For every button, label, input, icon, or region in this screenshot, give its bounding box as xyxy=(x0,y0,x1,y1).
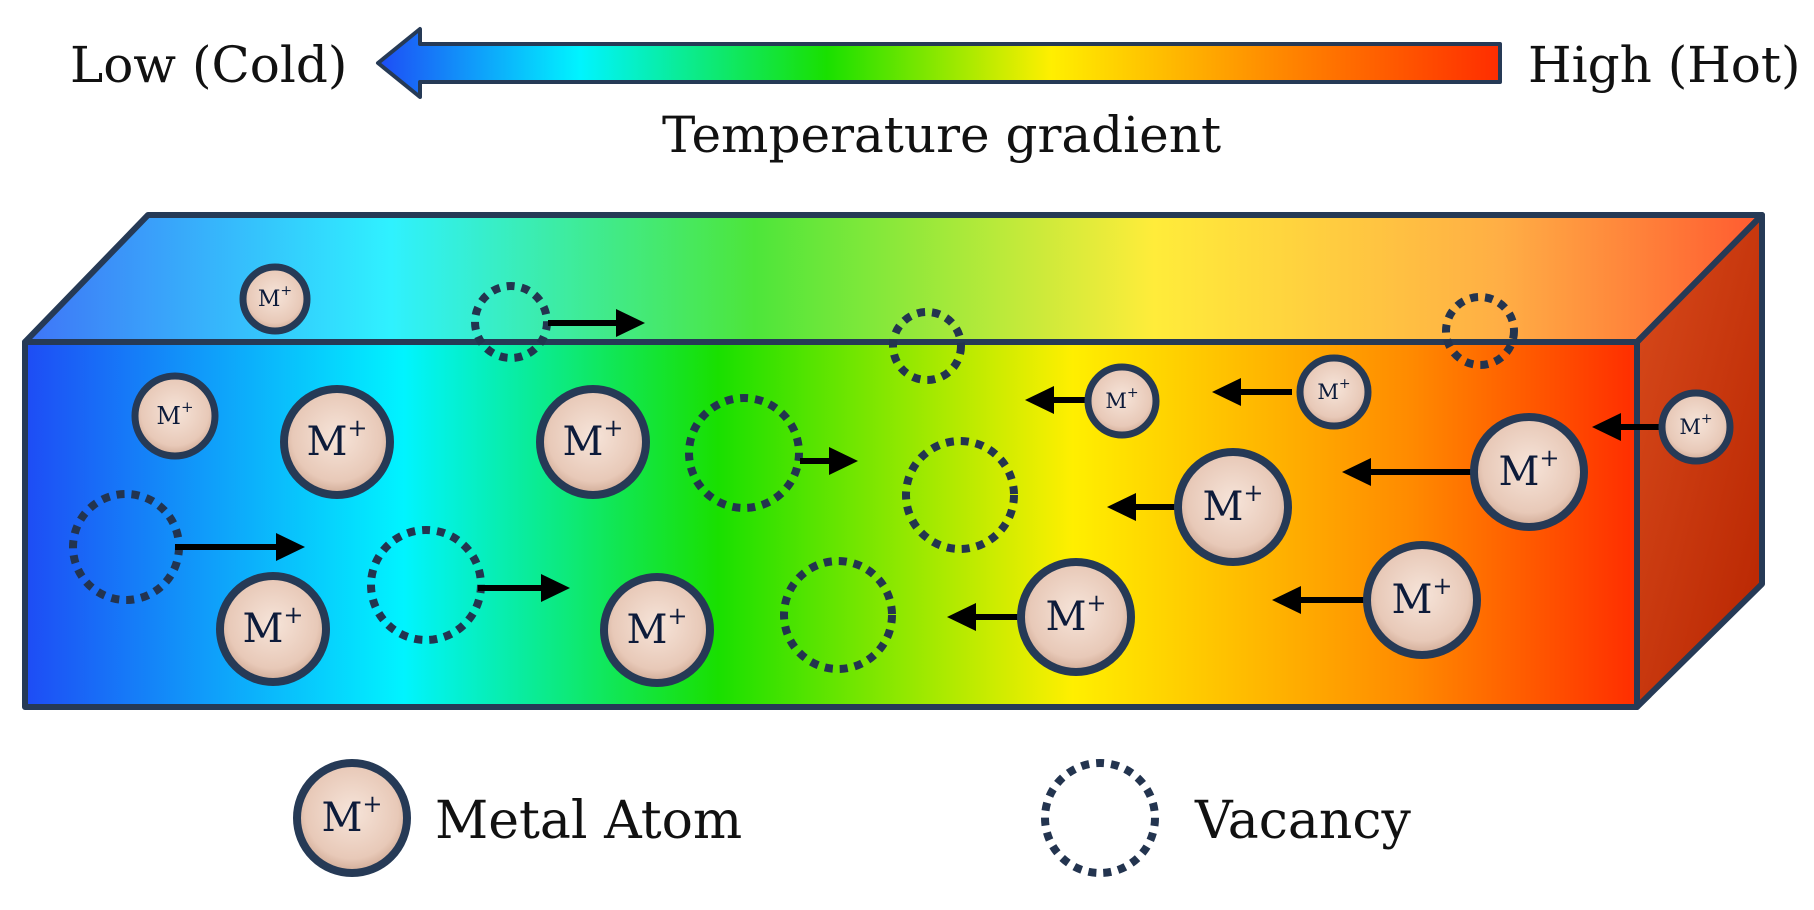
gradient-arrow-shape xyxy=(376,27,1502,99)
arrow-left xyxy=(1592,413,1665,441)
arrow-left xyxy=(947,603,1025,631)
legend: M+ xyxy=(293,759,1159,877)
svg-text:M+: M+ xyxy=(258,283,292,312)
arrow-left xyxy=(1272,586,1370,614)
metal-atom: M+ xyxy=(1470,413,1588,531)
vacancy xyxy=(902,437,1018,553)
metal-atom: M+ xyxy=(1174,448,1292,566)
svg-text:M+: M+ xyxy=(1498,444,1559,495)
arrow-right xyxy=(175,533,305,561)
metal-atom: M+ xyxy=(1658,389,1734,465)
legend-metal-atom-icon: M+ xyxy=(293,759,411,877)
svg-text:M+: M+ xyxy=(1105,385,1138,413)
legend-vacancy-icon xyxy=(1041,759,1159,877)
arrow-right xyxy=(548,309,645,337)
metal-atom: M+ xyxy=(280,385,394,499)
svg-text:M+: M+ xyxy=(306,414,367,465)
svg-text:M+: M+ xyxy=(626,602,687,653)
metal-atom: M+ xyxy=(1363,541,1481,659)
wire-outline xyxy=(22,212,1765,710)
metal-atom: M+ xyxy=(1017,558,1135,676)
vacancy xyxy=(1442,293,1518,369)
vacancy xyxy=(889,308,965,384)
vacancy xyxy=(471,282,551,362)
arrow-left xyxy=(1025,386,1088,414)
arrow-right xyxy=(800,447,858,475)
svg-text:M+: M+ xyxy=(1317,376,1350,404)
temperature-scale-arrow xyxy=(376,27,1502,99)
metal-atom: M+ xyxy=(239,263,311,335)
metal-atom: M+ xyxy=(600,573,714,687)
arrow-left xyxy=(1342,458,1472,486)
arrow-right xyxy=(478,574,570,602)
metal-atom: M+ xyxy=(1296,354,1372,430)
vacancy xyxy=(780,557,896,673)
arrow-left xyxy=(1107,493,1175,521)
legend-metal-atom-label: Metal Atom xyxy=(435,791,743,851)
temperature-gradient-label: Temperature gradient xyxy=(662,106,1222,164)
metal-atom: M+ xyxy=(1084,363,1160,439)
metal-atom: M+ xyxy=(536,385,650,499)
svg-text:M+: M+ xyxy=(1202,479,1263,530)
legend-vacancy-label: Vacancy xyxy=(1195,791,1411,851)
metal-atoms-group: M+ M+ M+ M+ M+ M+ xyxy=(131,263,1734,687)
metal-atom: M+ xyxy=(216,572,330,686)
svg-text:M+: M+ xyxy=(1679,411,1712,439)
vacancies-group xyxy=(69,282,1518,673)
vacancy xyxy=(685,394,803,512)
svg-text:M+: M+ xyxy=(1391,572,1452,623)
metal-atom: M+ xyxy=(131,372,219,460)
arrow-left xyxy=(1212,378,1292,406)
migration-arrows xyxy=(175,309,1665,631)
svg-text:M+: M+ xyxy=(1045,589,1106,640)
svg-text:M+: M+ xyxy=(321,790,382,841)
svg-text:M+: M+ xyxy=(156,398,193,430)
low-cold-label: Low (Cold) xyxy=(70,36,348,94)
svg-text:M+: M+ xyxy=(242,601,303,652)
wire-top-face xyxy=(25,215,1762,342)
high-hot-label: High (Hot) xyxy=(1528,36,1801,94)
svg-text:M+: M+ xyxy=(562,414,623,465)
